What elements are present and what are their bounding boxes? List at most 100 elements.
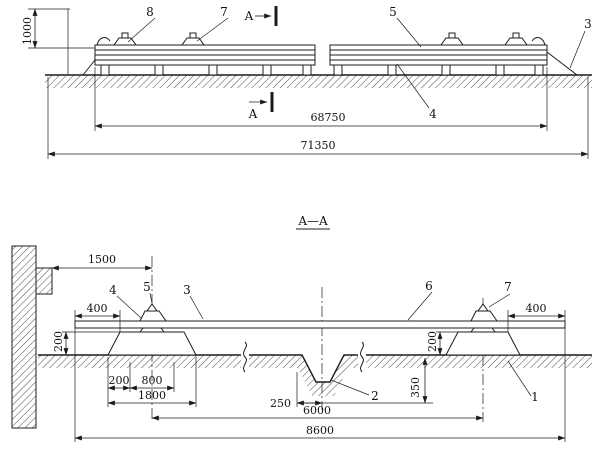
clamp-device [113,32,137,46]
dim-400-right-text: 400 [526,302,547,315]
break-squiggle-right [360,341,364,373]
section-view: A—A [11,214,592,442]
dim-6000-text: 6000 [303,404,331,417]
dimensions-top-view: 68750 71350 [47,67,589,159]
callout-5-leader [149,292,153,304]
support-skid [302,64,312,76]
callouts-section: 4 5 3 6 7 2 1 [109,279,539,404]
end-ramp-right [546,51,578,76]
support-skid [387,64,397,76]
clamp-knob [448,32,456,39]
support-skid [333,64,343,76]
height-dimension-1000: 1000 [21,8,95,75]
left-clamp-peak [146,303,158,312]
dimensions-section: 1500 400 200 200 800 1800 [51,253,566,442]
callout-6-text: 6 [425,279,433,293]
foundation-left [107,331,197,356]
end-ramp-left [82,59,96,76]
support-skid [100,64,110,76]
support-skid [262,64,272,76]
callout-8-leader [127,17,156,43]
wall-outline [11,245,37,429]
support-foundations [107,331,521,356]
foundation-right [445,331,521,356]
right-clamp-peak [477,303,489,312]
clamp-device [181,32,205,46]
callout-7-leader [488,293,511,308]
section-letter-bottom: A [248,107,258,121]
retaining-wall [11,245,53,429]
support-skid [208,64,218,76]
clamp-device [440,32,464,46]
wall-hatch [12,246,36,428]
callout-1-leader [507,360,532,397]
callout-4-text: 4 [429,107,437,121]
section-title-text: A—A [297,214,328,228]
clamp-knob [189,32,197,39]
corbel-hatch [36,268,52,294]
support-skid [154,64,164,76]
section-title: A—A [296,214,330,230]
clamp-body [181,37,205,46]
callout-3-leader [569,30,586,69]
top-view: 1000 [21,5,592,159]
callout-4-text: 4 [109,283,117,297]
rail-string-beam [74,320,566,329]
support-stands [139,303,498,333]
clamp-body [113,37,137,46]
dim-400-left-text: 400 [87,302,108,315]
dim-1500-text: 1500 [88,253,116,266]
right-pedestal [470,327,496,333]
callout-3-leader [189,295,204,320]
callout-5-text: 5 [389,5,397,19]
callout-3-text: 3 [584,17,592,31]
dim-1000-text: 1000 [21,17,34,45]
callout-7-leader [196,17,229,42]
ground-top [45,74,592,88]
callout-5-text: 5 [143,280,151,294]
end-hook-right [531,37,546,46]
ground-section [38,341,592,396]
ground-hatch-band [38,355,592,396]
support-skid [495,64,505,76]
beam-outline [74,320,566,329]
dim-200-left-text: 200 [52,331,65,352]
callout-7-text: 7 [220,5,228,19]
callout-1-text: 1 [531,390,539,404]
clamp-devices-plan [113,32,528,46]
callout-2-leader [330,379,370,396]
clamp-knob [512,32,520,39]
clamp-body [504,37,528,46]
corbel-outline [35,267,53,295]
end-hook-left [96,37,111,46]
callout-8-text: 8 [146,5,154,19]
left-clamp [139,310,167,322]
callout-6-leader [407,291,433,321]
right-clamp [470,310,498,322]
callout-5-leader [396,17,422,48]
clamp-body [440,37,464,46]
dim-8600-text: 8600 [306,424,334,437]
section-letter-top: A [244,9,254,23]
section-cut-marks: A A [244,6,278,121]
callout-3-text: 3 [183,283,191,297]
callouts-top-view: 8 7 5 3 4 [127,5,592,121]
dim-68750-text: 68750 [311,111,346,124]
callout-4-leader [396,63,430,109]
support-skid [534,64,544,76]
rail-package-plan [82,37,578,76]
dim-200-right-text: 200 [426,331,439,352]
callout-2-text: 2 [371,389,379,403]
break-squiggle-left [243,341,247,373]
ground-hatch-band [45,75,592,88]
dim-800-text: 800 [142,374,163,387]
callout-7-text: 7 [504,280,512,294]
callout-4-leader [116,295,142,319]
ground-profile-with-ditch [38,354,592,383]
dim-200-inner-text: 200 [109,374,130,387]
clamp-knob [121,32,129,39]
support-skid [441,64,451,76]
dim-1800-text: 1800 [138,389,166,402]
